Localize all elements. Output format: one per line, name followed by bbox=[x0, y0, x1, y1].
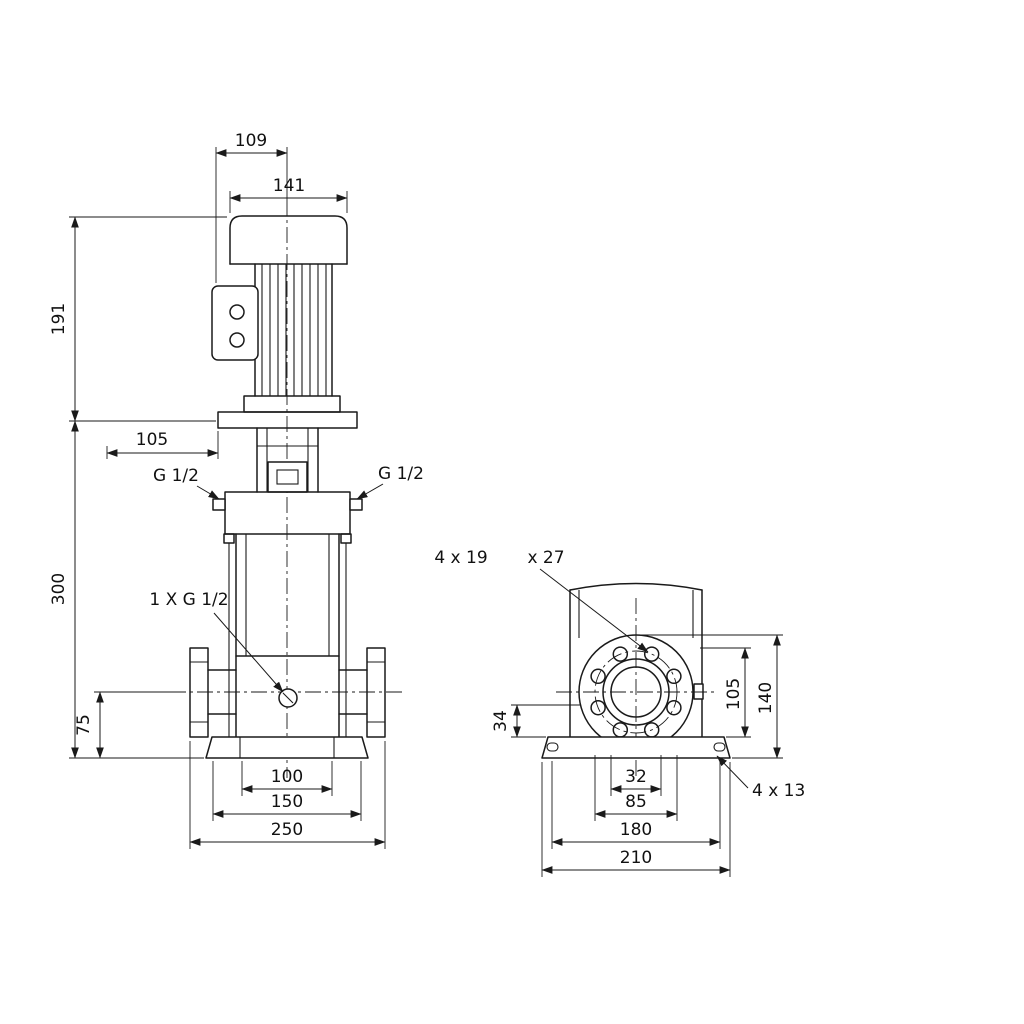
cable-entry-hole bbox=[229, 332, 245, 348]
dim-75-label: 75 bbox=[74, 714, 94, 736]
dimension-32: 32 bbox=[610, 755, 662, 796]
dim-34-label: 34 bbox=[491, 710, 511, 732]
dim-105-top-label: 105 bbox=[136, 430, 168, 450]
base-holes-callout: 4 x 13 bbox=[716, 755, 805, 801]
dim-150-label: 150 bbox=[271, 792, 303, 812]
flange-holes-callout: 4 x 19 x 27 bbox=[434, 548, 649, 653]
drain-port-label: 1 X G 1/2 bbox=[149, 590, 284, 693]
dim-180-label: 180 bbox=[620, 820, 652, 840]
drain-port-text: 1 X G 1/2 bbox=[149, 590, 228, 610]
dim-32-label: 32 bbox=[625, 767, 647, 787]
port-left-label: G 1/2 bbox=[153, 466, 199, 486]
dim-141-label: 141 bbox=[273, 176, 305, 196]
dimension-250: 250 bbox=[189, 741, 386, 849]
end-view: 4 x 19 x 27 34 105 140 32 bbox=[434, 548, 805, 877]
dimension-109: 109 bbox=[215, 131, 288, 283]
end-base-plate bbox=[541, 736, 731, 759]
dimension-300: 300 bbox=[49, 420, 204, 759]
port-label-right: G 1/2 bbox=[356, 464, 424, 500]
dimension-141: 141 bbox=[229, 176, 348, 213]
dim-140-label: 140 bbox=[756, 682, 776, 714]
motor-fins bbox=[261, 264, 327, 396]
dimension-75: 75 bbox=[74, 691, 104, 759]
dimension-105-top: 105 bbox=[106, 430, 219, 459]
dim-210-label: 210 bbox=[620, 848, 652, 868]
dim-191-label: 191 bbox=[49, 303, 69, 335]
dimension-210: 210 bbox=[541, 762, 731, 877]
staybolt-nut-right bbox=[340, 533, 352, 544]
dimension-100: 100 bbox=[241, 761, 333, 796]
motor-end-shield bbox=[243, 395, 341, 413]
dim-105-side-label: 105 bbox=[724, 678, 744, 710]
dimension-140: 140 bbox=[638, 634, 783, 759]
base-slot-left bbox=[546, 742, 559, 752]
port-label-left: G 1/2 bbox=[153, 466, 220, 500]
front-view: 109 141 191 300 75 105 bbox=[49, 131, 424, 849]
cable-entry-hole bbox=[229, 304, 245, 320]
staybolt-nut-left bbox=[223, 533, 235, 544]
dimension-180: 180 bbox=[551, 761, 721, 849]
base-holes-label: 4 x 13 bbox=[752, 781, 805, 801]
vent-plug-right bbox=[349, 498, 363, 511]
end-centerlines bbox=[556, 598, 716, 780]
pump-body bbox=[189, 533, 386, 759]
dim-109-label: 109 bbox=[235, 131, 267, 151]
coupling bbox=[276, 469, 299, 485]
flange-counterbore-label: x 27 bbox=[527, 548, 564, 568]
coupling-section bbox=[256, 427, 319, 493]
suction-flange bbox=[189, 647, 209, 738]
gauge-tapping bbox=[693, 683, 704, 700]
flange-holes-label: 4 x 19 bbox=[434, 548, 487, 568]
motor-flange bbox=[217, 411, 358, 429]
dim-250-label: 250 bbox=[271, 820, 303, 840]
base-plate bbox=[205, 736, 369, 759]
discharge-flange bbox=[366, 647, 386, 738]
motor-outline bbox=[211, 215, 358, 429]
sleeve-top-edge bbox=[569, 582, 703, 591]
dimension-191: 191 bbox=[49, 216, 227, 422]
dimension-34: 34 bbox=[491, 704, 581, 738]
dim-300-label: 300 bbox=[49, 573, 69, 605]
dimension-85: 85 bbox=[594, 755, 678, 821]
vent-plug-left bbox=[212, 498, 226, 511]
dimension-150: 150 bbox=[212, 761, 362, 821]
terminal-box bbox=[211, 285, 259, 361]
dimension-105-side: 105 bbox=[700, 647, 751, 738]
motor-fan-cover bbox=[229, 215, 348, 265]
end-body-outline bbox=[569, 582, 703, 738]
dim-100-label: 100 bbox=[271, 767, 303, 787]
base-slot-right bbox=[713, 742, 726, 752]
dim-85-label: 85 bbox=[625, 792, 647, 812]
coupling-guard bbox=[267, 461, 308, 493]
port-right-label: G 1/2 bbox=[378, 464, 424, 484]
flange-bolt-holes bbox=[590, 646, 682, 738]
